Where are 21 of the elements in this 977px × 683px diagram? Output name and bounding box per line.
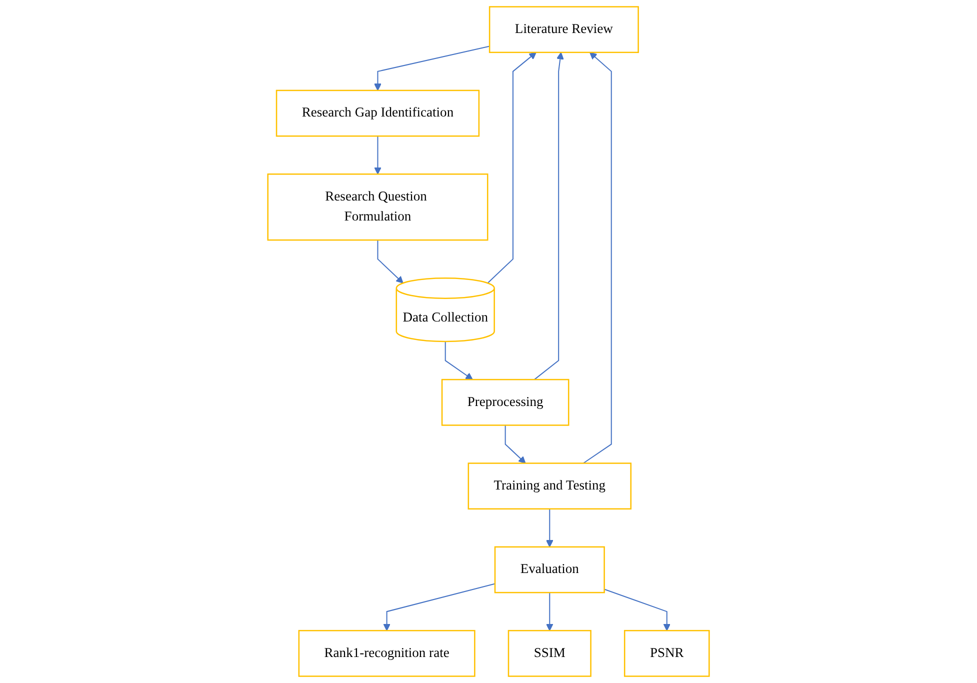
arrow	[377, 240, 404, 284]
node-box: Research Gap Identification	[276, 90, 480, 137]
arrow	[374, 136, 382, 174]
arrow	[604, 588, 671, 631]
node-box: SSIM	[508, 630, 592, 677]
arrow	[444, 342, 473, 380]
arrow	[534, 52, 564, 380]
node-box: Rank1-recognition rate	[298, 630, 476, 677]
node-box: Research Question Formulation	[267, 173, 488, 241]
node-box: PSNR	[624, 630, 710, 677]
arrow	[504, 425, 526, 464]
arrow	[546, 592, 554, 631]
arrow	[374, 46, 490, 91]
arrow	[487, 52, 536, 284]
node-box: Training and Testing	[468, 462, 632, 510]
arrow	[546, 508, 554, 548]
node-box: Preprocessing	[441, 378, 570, 426]
node-box: Evaluation	[494, 546, 605, 594]
arrow	[383, 583, 496, 631]
node-box: Literature Review	[488, 6, 639, 54]
arrow	[583, 52, 612, 464]
